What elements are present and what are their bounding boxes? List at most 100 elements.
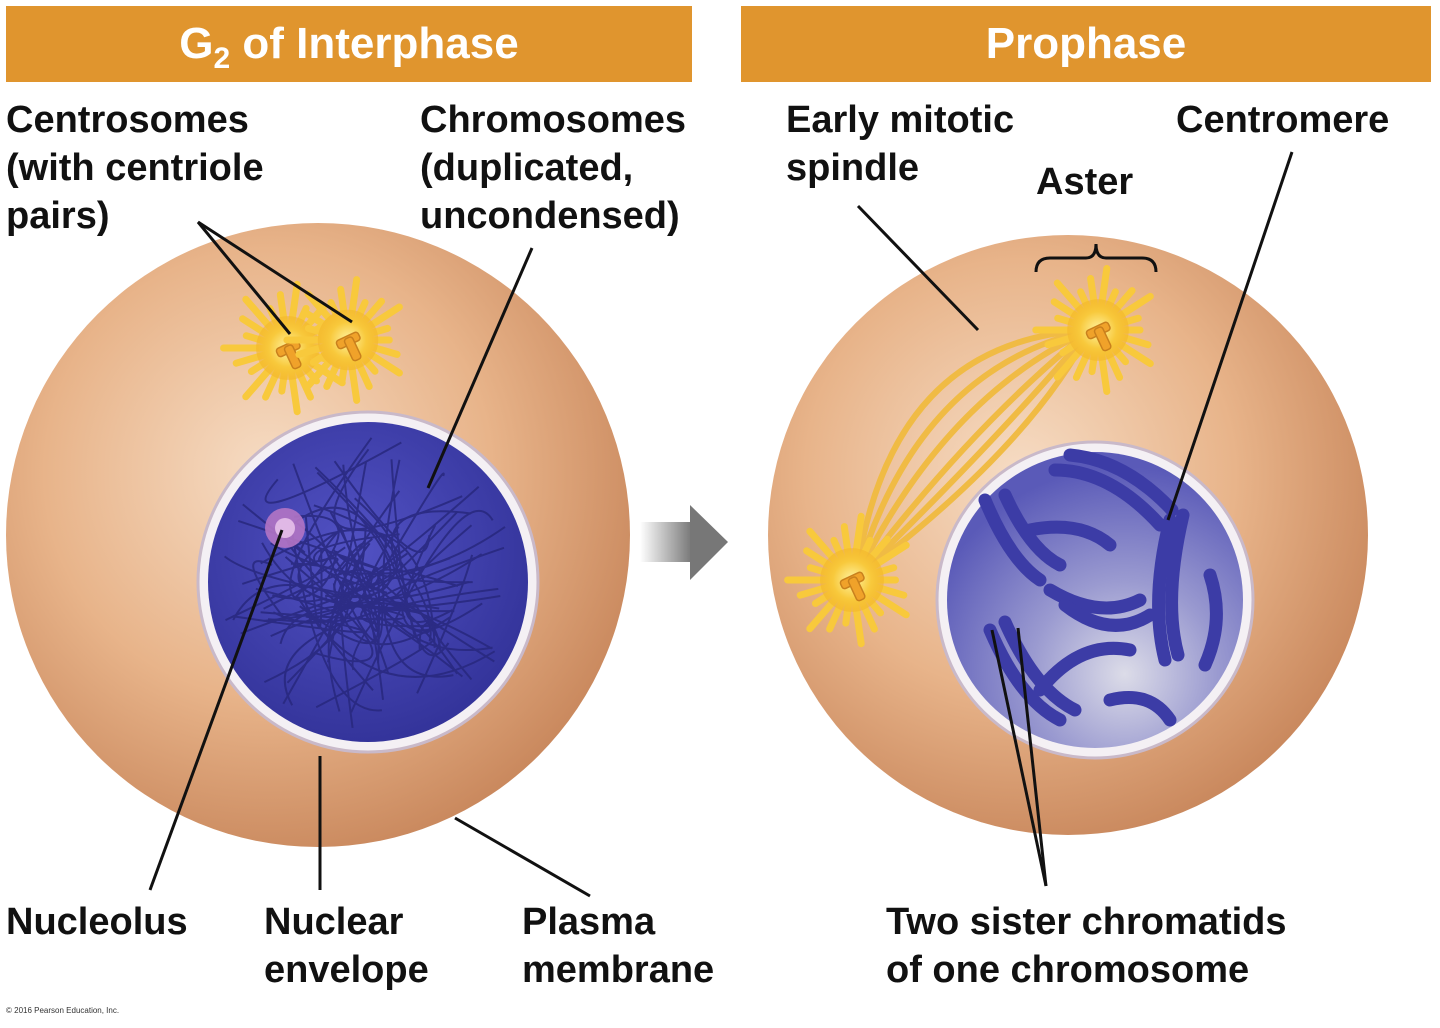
label-centromere: Centromere [1176, 96, 1389, 144]
title-subscript-2: 2 [213, 41, 231, 75]
chromatid [1058, 598, 1157, 632]
chromatid [1198, 568, 1223, 672]
interphase-cell [6, 223, 630, 847]
leader-chromosomes [426, 247, 534, 489]
centriole [1093, 326, 1112, 352]
centrosome-left-2 [283, 276, 403, 404]
chromatin-strand [263, 497, 398, 622]
chromatin-strand [326, 570, 384, 701]
label-early-mitotic-spindle: Early mitotic spindle [786, 96, 1014, 192]
chromatin-strand [304, 515, 323, 629]
chromatin-strand [351, 524, 473, 671]
leader-early-spindle [856, 204, 980, 332]
chromatin-strand [333, 460, 431, 553]
chromatin-strand [390, 459, 450, 657]
title-g: G [179, 19, 214, 68]
aster-bracket [1034, 243, 1158, 273]
chromatid [1043, 583, 1147, 615]
chromatin-strand [416, 554, 474, 694]
label-line: of one chromosome [886, 949, 1250, 991]
progression-arrow [640, 505, 728, 580]
label-line: Centrosomes [6, 99, 249, 141]
nucleus-right [947, 452, 1243, 748]
chromatin-strand [232, 615, 365, 634]
chromatin-strand [283, 587, 499, 706]
label-line: Two sister chromatids [886, 901, 1287, 943]
panel-title-g2-interphase: G2 of Interphase [6, 6, 692, 82]
chromatin-strand [263, 521, 351, 684]
label-line: (duplicated, [420, 147, 634, 189]
label-line: spindle [786, 147, 920, 189]
chromatin-strand [303, 594, 374, 691]
chromatid [978, 493, 1047, 587]
title-rest: of Interphase [230, 19, 519, 68]
aster-bottom [784, 512, 910, 648]
centrosome-left-1 [220, 280, 346, 416]
chromatin-strand [315, 636, 436, 709]
chromatid [1033, 641, 1137, 697]
label-line: membrane [522, 949, 715, 991]
spindle-fiber [853, 327, 1093, 581]
chromatid [998, 615, 1082, 717]
chromatin-strand [333, 538, 501, 609]
chromatid [1023, 520, 1117, 552]
chromatin-strand [360, 546, 505, 628]
label-centrosomes: Centrosomes (with centriole pairs) [6, 96, 264, 240]
label-nucleolus: Nucleolus [6, 898, 188, 946]
panel-title-prophase: Prophase [741, 6, 1431, 82]
spindle-fiber [853, 327, 1093, 581]
chromatin-strand [369, 567, 381, 664]
label-plasma-membrane: Plasma membrane [522, 898, 714, 994]
aster-top [1032, 265, 1154, 395]
chromatid [1165, 508, 1190, 662]
chromatin-strand [371, 472, 445, 590]
label-line: Nucleolus [6, 901, 188, 943]
chromatin-strand [382, 459, 454, 678]
chromatin-strand [350, 542, 469, 600]
centriole [847, 576, 866, 602]
label-line: Nuclear [264, 901, 404, 943]
label-line: Aster [1036, 161, 1134, 203]
label-line: (with centriole [6, 147, 264, 189]
label-nuclear-envelope: Nuclear envelope [264, 898, 429, 994]
leader-chromatid-b [1016, 627, 1048, 887]
leader-nucleolus [148, 529, 284, 891]
chromatin-strand [223, 555, 440, 610]
centriole [343, 336, 362, 362]
chromatin-strand [290, 562, 459, 675]
chromatin-strand [404, 524, 453, 623]
copyright-credit: © 2016 Pearson Education, Inc. [6, 1006, 120, 1015]
chromatin-strand [313, 533, 400, 594]
chromatin-strand [314, 466, 432, 642]
chromatin-strand [290, 526, 382, 712]
chromatid [998, 488, 1067, 572]
chromatin-strand [225, 557, 339, 622]
leader-centrosomes-a [196, 221, 292, 335]
chromatid [1152, 513, 1177, 667]
chromatin-strand [316, 471, 392, 599]
chromatin-strand [263, 569, 371, 684]
leader-chromatid-a [990, 629, 1048, 887]
label-line: envelope [264, 949, 429, 991]
chromatin-strand [270, 602, 442, 651]
condensed-chromosomes [978, 448, 1223, 727]
prophase-cell [768, 235, 1368, 835]
label-sister-chromatids: Two sister chromatids of one chromosome [886, 898, 1287, 994]
chromatin-strand [342, 464, 493, 652]
label-line: pairs) [6, 195, 110, 237]
chromatin-network [223, 437, 506, 729]
label-chromosomes: Chromosomes (duplicated, uncondensed) [420, 96, 686, 240]
label-line: Centromere [1176, 99, 1390, 141]
chromatid [1063, 448, 1179, 517]
label-line: Plasma [522, 901, 656, 943]
label-line: uncondensed) [420, 195, 680, 237]
leader-plasma-membrane [454, 816, 591, 898]
chromatin-strand [289, 437, 373, 603]
chromatin-strand [293, 514, 340, 600]
leader-centrosomes-b [197, 220, 353, 324]
spindle-fiber [853, 327, 1093, 581]
chromatid [1048, 463, 1167, 532]
chromatin-strand [327, 461, 367, 663]
leader-lines [148, 151, 1294, 898]
